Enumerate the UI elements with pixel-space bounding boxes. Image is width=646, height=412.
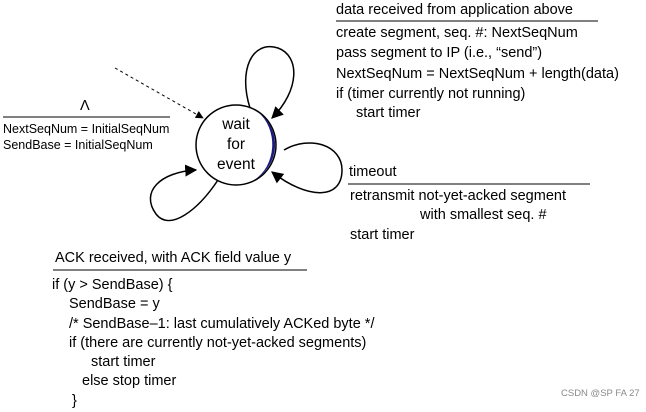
data-action-1: create segment, seq. #: NextSeqNum (336, 25, 578, 41)
initial-arrow (114, 67, 204, 119)
timeout-action-3: start timer (350, 227, 415, 243)
data-action-2: pass segment to IP (i.e., “send”) (336, 45, 543, 61)
ack-action-3: /* SendBase–1: last cumulatively ACKed b… (69, 316, 375, 332)
ack-action-1: if (y > SendBase) { (52, 277, 173, 293)
self-loop-timeout (271, 142, 343, 194)
init-action-2: SendBase = InitialSeqNum (3, 138, 153, 152)
watermark-text: CSDN @SP FA (561, 388, 627, 399)
ack-action-2: SendBase = y (69, 296, 160, 312)
ack-action-5: start timer (91, 354, 156, 370)
ack-action-6: else stop timer (82, 373, 177, 389)
self-loop-data (244, 45, 295, 119)
self-loop-ack (149, 164, 219, 222)
state-shading (254, 112, 276, 180)
timeout-event: timeout (349, 164, 397, 180)
ack-action-4: if (there are currently not-yet-acked se… (69, 335, 367, 351)
state-circle (195, 104, 277, 186)
watermark: CSDN @SP FA 27 (561, 388, 640, 399)
init-action-1: NextSeqNum = InitialSeqNum (3, 122, 170, 136)
page-number: 27 (629, 388, 640, 399)
ack-event: ACK received, with ACK field value y (55, 250, 292, 266)
init-condition: Λ (80, 98, 90, 114)
ack-action-7: } (72, 393, 77, 409)
timeout-action-1: retransmit not-yet-acked segment (350, 188, 566, 204)
data-action-4: if (timer currently not running) (336, 86, 526, 102)
state-label-wait: wait (222, 116, 250, 133)
data-action-3: NextSeqNum = NextSeqNum + length(data) (336, 66, 619, 82)
data-event: data received from application above (336, 2, 573, 18)
data-action-5: start timer (356, 105, 421, 121)
state-label-event: event (217, 156, 255, 173)
state-label-for: for (226, 136, 246, 153)
timeout-action-2: with smallest seq. # (420, 207, 547, 223)
